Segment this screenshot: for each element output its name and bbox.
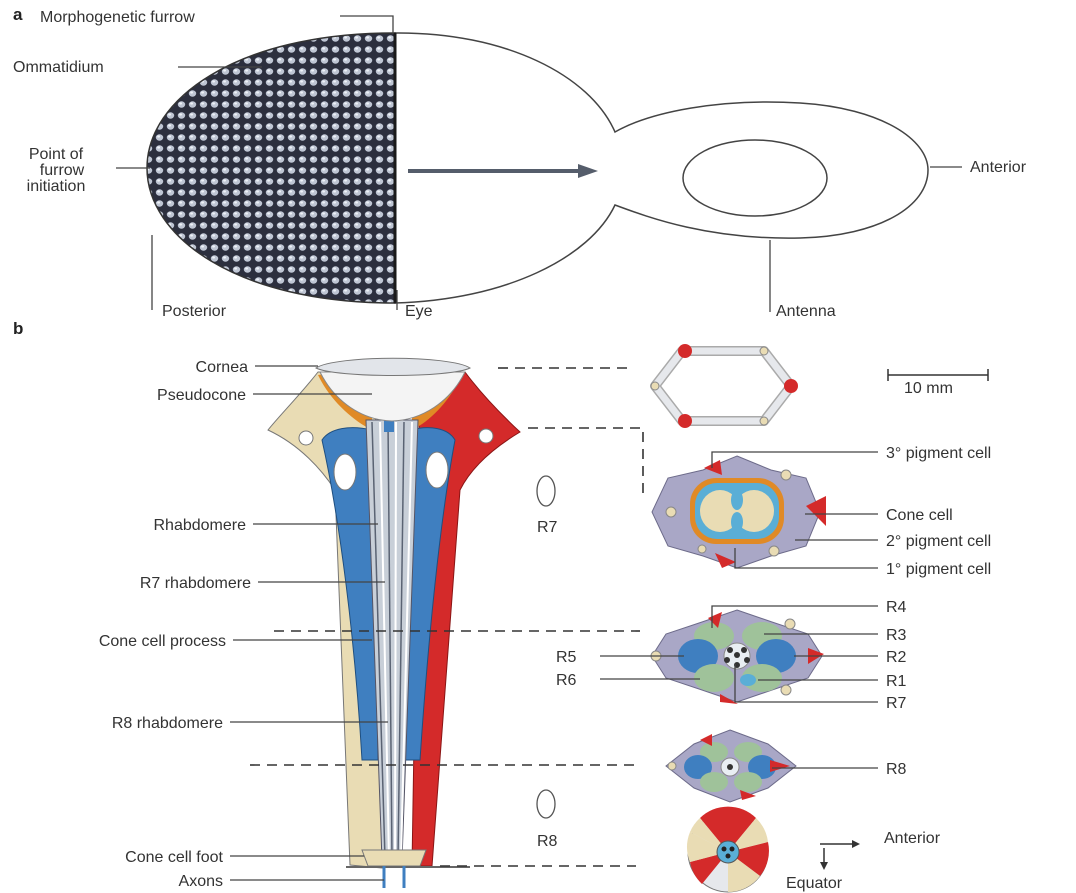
label-ommatidium: Ommatidium (13, 59, 104, 76)
label-r1: R1 (886, 673, 907, 690)
ommatidium-longitudinal-section (268, 358, 520, 888)
label-r5: R5 (556, 649, 577, 666)
label-cone-cell-foot: Cone cell foot (125, 849, 223, 866)
nucleus-right (426, 452, 448, 488)
panel-b: b (13, 319, 991, 892)
label-pigment-3: 3° pigment cell (886, 445, 991, 462)
cross-section-base (687, 807, 769, 892)
label-r8-middle: R8 (537, 833, 558, 850)
label-r3: R3 (886, 627, 907, 644)
cross-section-r1-r7 (651, 610, 824, 704)
r7-cross-section (537, 476, 555, 506)
label-cone-cell-process: Cone cell process (99, 633, 226, 650)
orientation-indicator: Anterior Equator (786, 830, 941, 892)
ommatidia-field (147, 33, 395, 303)
rhabdomere-stripe-4 (395, 422, 396, 858)
label-pigment-1: 1° pigment cell (886, 561, 991, 578)
cross-section-r8 (666, 730, 796, 802)
label-point-of-furrow-line-1: Point of (29, 146, 84, 163)
label-posterior: Posterior (162, 303, 227, 320)
pigment-nucleus-left (299, 431, 313, 445)
cross-section-cone-cells (652, 456, 826, 568)
label-axons: Axons (179, 873, 223, 890)
cornea (316, 358, 470, 375)
label-r8-rhabdomere: R8 rhabdomere (112, 715, 223, 732)
label-r2: R2 (886, 649, 907, 666)
cross-section-cornea (651, 344, 798, 428)
label-r6: R6 (556, 672, 577, 689)
label-r7-middle: R7 (537, 519, 558, 536)
label-anterior-b: Anterior (884, 830, 941, 847)
label-pseudocone: Pseudocone (157, 387, 246, 404)
panel-a-letter: a (13, 5, 23, 24)
label-cornea: Cornea (196, 359, 249, 376)
label-point-of-furrow-line-2: furrow (40, 162, 85, 179)
r8-cross-section (537, 790, 555, 818)
label-antenna: Antenna (776, 303, 836, 320)
label-eye: Eye (405, 303, 433, 320)
label-r7-right: R7 (886, 695, 907, 712)
label-cone-cell: Cone cell (886, 507, 953, 524)
eye-antennal-disc-outline (395, 33, 928, 303)
label-r7-rhabdomere: R7 rhabdomere (140, 575, 251, 592)
label-anterior-a: Anterior (970, 159, 1027, 176)
scale-bar: 10 mm (888, 369, 988, 397)
label-point-of-furrow-line-3: initiation (27, 178, 86, 195)
panel-a: a Morphogenetic furrow Ommatidium Point … (13, 5, 1027, 320)
pigment-nucleus-right (479, 429, 493, 443)
label-pigment-2: 2° pigment cell (886, 533, 991, 550)
scale-bar-label: 10 mm (904, 380, 953, 397)
label-equator: Equator (786, 875, 843, 892)
cone-cell-foot (362, 850, 426, 866)
label-rhabdomere: Rhabdomere (154, 517, 247, 534)
label-r4: R4 (886, 599, 907, 616)
label-r8-right: R8 (886, 761, 907, 778)
nucleus-left (334, 454, 356, 490)
panel-b-letter: b (13, 319, 23, 338)
label-morphogenetic-furrow: Morphogenetic furrow (40, 9, 195, 26)
